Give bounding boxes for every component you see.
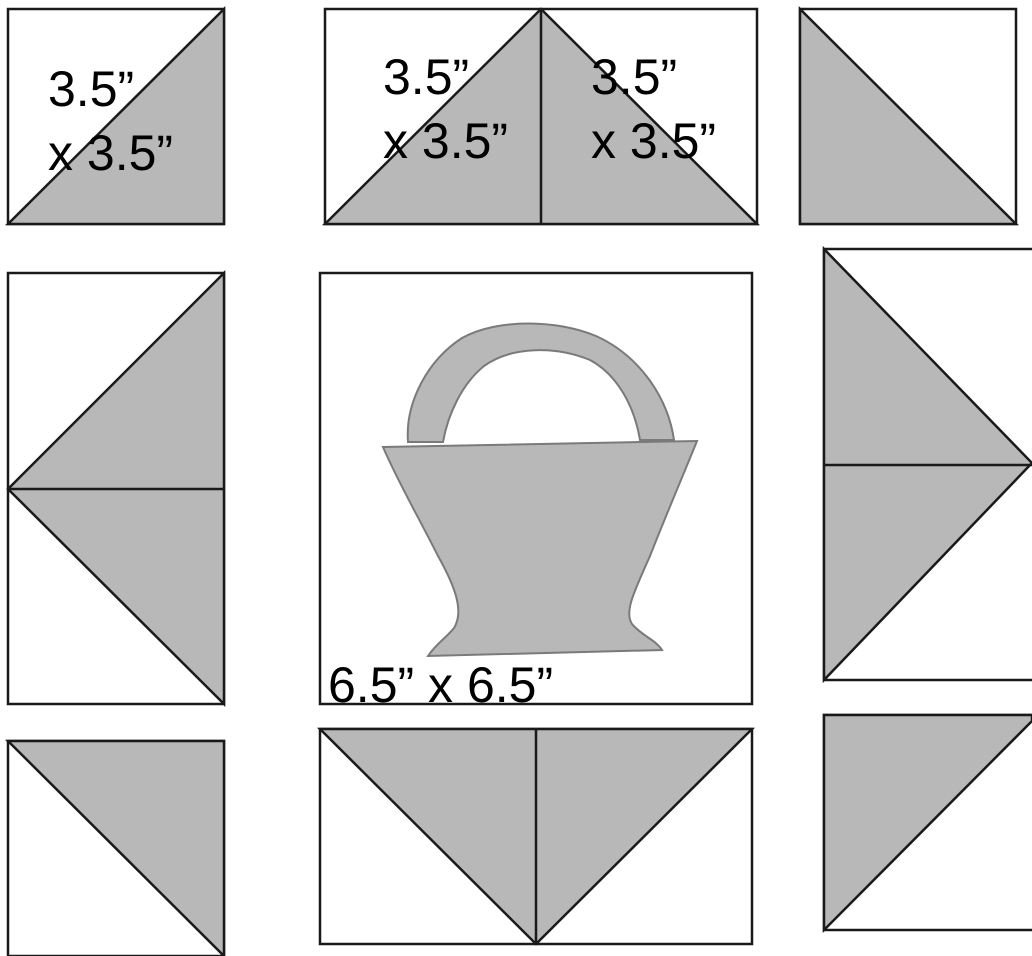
center-block-size-label: 6.5” x 6.5” [328,657,553,713]
top-geese-right-label-line2: x 3.5” [591,113,716,169]
top-left-corner-square: 3.5” x 3.5” [8,9,224,224]
left-flying-geese-unit [8,273,224,704]
top-geese-left-label-line1: 3.5” [383,49,469,105]
center-basket-block: 6.5” x 6.5” [320,273,752,713]
bottom-right-corner-square [824,715,1032,930]
right-flying-geese-unit [824,249,1032,680]
top-geese-right-label-line1: 3.5” [591,49,677,105]
top-geese-left-label-line2: x 3.5” [383,113,508,169]
top-right-corner-square [800,9,1016,224]
top-left-size-label-line2: x 3.5” [48,125,173,181]
bottom-left-corner-square [8,741,224,956]
top-flying-geese-unit: 3.5” x 3.5” 3.5” x 3.5” [325,9,757,224]
bottom-flying-geese-unit [320,729,752,944]
top-left-size-label-line1: 3.5” [48,61,134,117]
